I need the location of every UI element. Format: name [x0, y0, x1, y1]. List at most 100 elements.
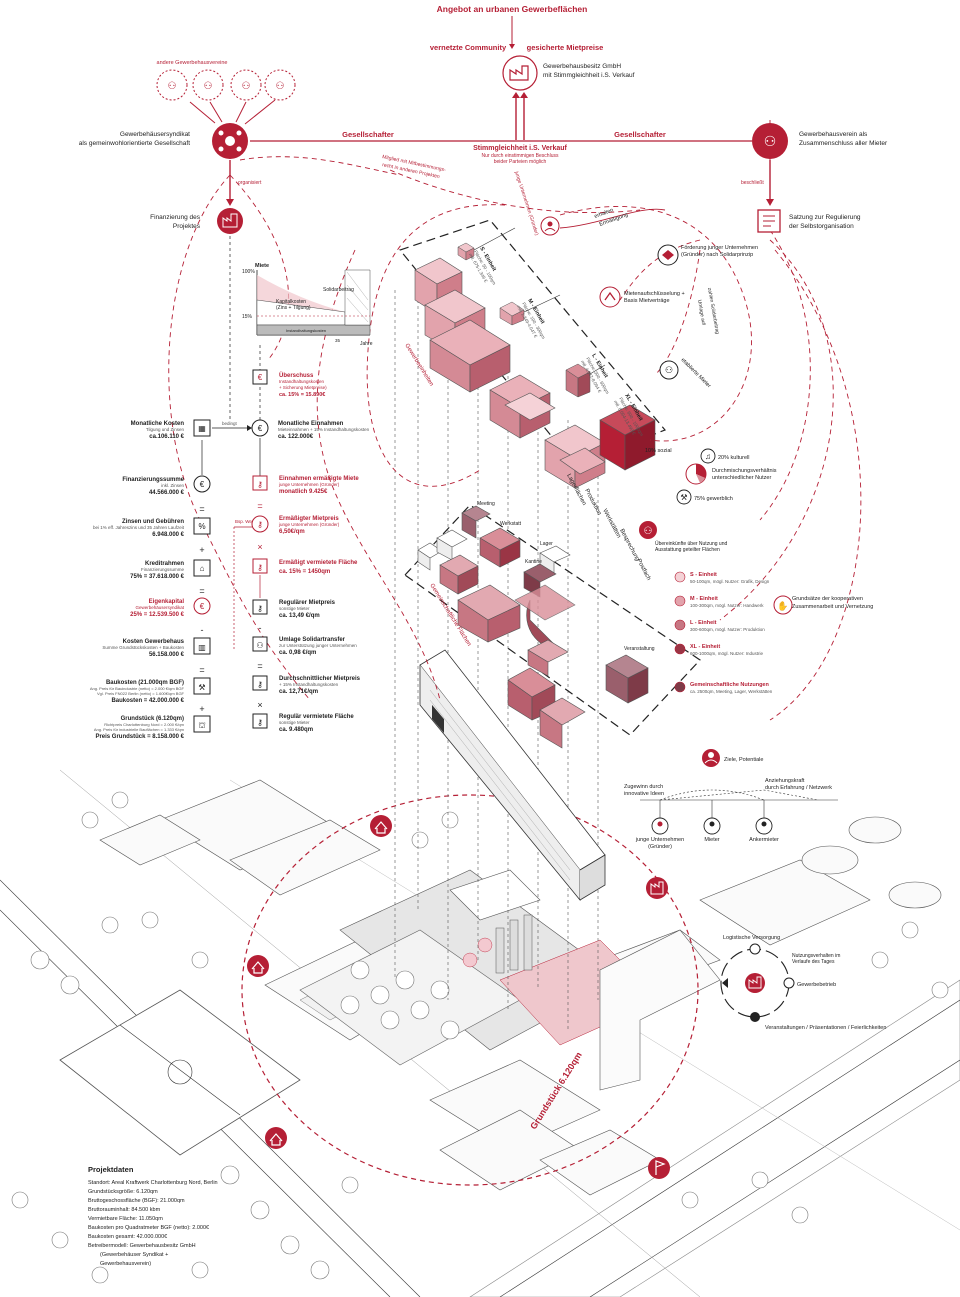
svg-text:Monatliche Einnahmen: Monatliche Einnahmen — [278, 421, 344, 427]
owner-line1: Gewerbehausbesitz GmbH — [543, 63, 621, 70]
vlabel-4: Besprechung — [618, 528, 640, 562]
home-marker-bottom — [265, 1127, 287, 1149]
home-marker-top — [370, 815, 392, 837]
project-line-3: Bruttorauminhalt: 84.500 kbm — [88, 1207, 161, 1213]
mix-social: 10% sozial — [645, 448, 672, 454]
svg-text:Zinsen und Gebühren: Zinsen und Gebühren — [122, 519, 184, 525]
svg-text:⌂: ⌂ — [200, 564, 205, 573]
kreditrahmen-block: ⌂ Kreditrahmen Finanzierungssumme 75% = … — [130, 559, 211, 580]
svg-text:+ Sicherung Mietpreise): + Sicherung Mietpreise) — [279, 385, 327, 390]
shared-label-lager: Lager — [540, 541, 553, 547]
network-right2: durch Erfahrung / Netzwerk — [765, 785, 832, 791]
catchment-circle — [241, 794, 699, 1186]
verein-icon: ⚇ — [752, 123, 788, 159]
logistics-gewerbe: Gewerbebetrieb — [797, 982, 836, 988]
svg-text:Vgl. Preis FN022 Berlin (netto: Vgl. Preis FN022 Berlin (netto) = 1.600€… — [97, 691, 185, 696]
project-data: Projektdaten Standort: Areal Kraftwerk C… — [88, 1165, 218, 1267]
header-title: Angebot an urbanen Gewerbeflächen — [437, 4, 588, 14]
vertical-labels: Lagerflächen Produktion Werkstätten Besp… — [565, 473, 651, 581]
project-line-4: Vermietbare Fläche: 11.050qm — [88, 1216, 163, 1222]
svg-text:⚇: ⚇ — [242, 81, 251, 92]
svg-text:Kosten Gewerbehaus: Kosten Gewerbehaus — [123, 639, 185, 645]
foerderung-icon — [657, 244, 679, 266]
satzung-line1: Satzung zur Regulierung — [789, 214, 861, 221]
svg-text:⚇: ⚇ — [204, 81, 213, 92]
mix-line2: unterschiedlicher Nutzer — [712, 475, 771, 481]
reg-flaeche-block: ⚷ Regulär vermietete Fläche sonstige Mie… — [252, 713, 354, 733]
verein-actor: ⚇ Gewerbehausverein als Zusammenschluss … — [513, 123, 888, 389]
network-p3-icon — [755, 817, 773, 835]
svg-text:Preis Grundstück = 8.158.000 €: Preis Grundstück = 8.158.000 € — [95, 734, 184, 740]
svg-text:⚇: ⚇ — [276, 81, 285, 92]
units-side-label: Gewerbeeinheiten — [403, 343, 434, 387]
svg-text:ca. 9.480qm: ca. 9.480qm — [279, 727, 313, 733]
project-line-6: Baukosten gesamt: 42.000.000€ — [88, 1234, 167, 1240]
svg-text:⚷: ⚷ — [257, 563, 263, 572]
svg-text:ca.106.110 €: ca.106.110 € — [149, 434, 184, 440]
svg-text:+: + — [199, 545, 204, 555]
svg-text:bei 1% eff. Jahreszins und 35: bei 1% eff. Jahreszins und 35 Jahren Lau… — [93, 525, 185, 530]
foerderung-line2: (Gründer) nach Solidarprinzip — [681, 252, 753, 258]
owner-icon — [502, 55, 538, 91]
mieten-line2: Basis Mietverträge — [624, 298, 670, 304]
svg-text:56.158.000 €: 56.158.000 € — [149, 652, 185, 658]
project-title: Projektdaten — [88, 1165, 134, 1174]
legend-s: S - Einheit 50-100qm, mögl. Nutzer: Graf… — [674, 571, 770, 584]
finanzierung-line2: Projektes — [173, 223, 201, 230]
foerderung-line1: Förderung junger Unternehmen — [681, 245, 758, 251]
ziele-label: Ziele, Potentiale — [724, 757, 763, 763]
commercial-icon: ⚒ — [676, 489, 692, 505]
shared-label-meeting: Meeting — [477, 501, 495, 507]
network: Zugewinn durch innovative Ideen Anziehun… — [624, 778, 838, 850]
svg-text:Finanzierungssumme: Finanzierungssumme — [141, 567, 185, 572]
syndikat-actor: andere Gewerbehausvereine ⚇ ⚇ ⚇ ⚇ Gewerb… — [79, 60, 752, 234]
finance-chart: Miete 100% 15% Solidarbeitrag Kapitalkos… — [242, 263, 373, 347]
stimm-title: Stimmgleichheit i.S. Verkauf — [473, 145, 567, 152]
svg-text:monatlich 9.425€: monatlich 9.425€ — [279, 489, 328, 495]
svg-text:⚇: ⚇ — [665, 365, 673, 375]
kooperation-line1: Grundsätze der kooperativen — [792, 596, 863, 602]
svg-text:✋: ✋ — [777, 600, 788, 611]
svg-text:=: = — [199, 665, 204, 675]
regulaer-mietpreis-block: ⚷ Regulärer Mietpreis sonstige Mieter ca… — [252, 599, 336, 619]
junge-label: junge Unternehmen (Gründer) — [513, 170, 540, 237]
svg-text:Regulär vermietete Fläche: Regulär vermietete Fläche — [279, 714, 354, 720]
shared-boxes — [417, 505, 649, 749]
loop-curves — [168, 120, 862, 721]
other-associations-label: andere Gewerbehausvereine — [157, 60, 228, 66]
chart-jahre: Jahre — [360, 341, 373, 347]
network-p2: Mieter — [704, 837, 719, 843]
svg-text:100-300qm, mögl. Nutzer: Handw: 100-300qm, mögl. Nutzer: Handwerk — [690, 603, 764, 608]
kooperation-line2: Zusammenarbeit und Vernetzung — [792, 604, 873, 610]
gas-tanks — [801, 816, 942, 909]
mix-line1: Durchmischungsverhältnis — [712, 468, 777, 474]
etablierte-label: etablierte Mieter — [680, 357, 712, 389]
svg-text:Grundstück (6.120qm): Grundstück (6.120qm) — [121, 716, 184, 722]
svg-text:×: × — [257, 700, 262, 710]
network-left2: innovative Ideen — [624, 791, 664, 797]
monatliche-einnahmen-block: € Monatliche Einnahmen Mieteinnahmen + 1… — [251, 419, 370, 440]
svg-text:25% = 12.539.500 €: 25% = 12.539.500 € — [130, 612, 185, 618]
svg-text:⚷: ⚷ — [257, 680, 263, 689]
svg-text:Regulärer Mietpreis: Regulärer Mietpreis — [279, 600, 336, 606]
vlabel-5: Postfach — [635, 558, 651, 581]
svg-text:-: - — [259, 623, 262, 633]
svg-text:Umlage Solidartransfer: Umlage Solidartransfer — [279, 637, 346, 643]
shared-label-werkstatt: Werkstatt — [500, 521, 522, 527]
kosten-gewerbehaus-block: ▥ Kosten Gewerbehaus Summe Grundstücksko… — [102, 637, 211, 658]
svg-text:⚇: ⚇ — [764, 133, 777, 149]
svg-text:=: = — [199, 586, 204, 596]
project-line-9: Gewerbehausverein) — [100, 1261, 151, 1267]
unit-m-cube — [499, 294, 561, 326]
svg-text:ca. 13,49 €/qm: ca. 13,49 €/qm — [279, 613, 320, 619]
network-left1: Zugewinn durch — [624, 784, 663, 790]
project-line-8: (Gewerbehäuser Syndikat + — [100, 1252, 168, 1258]
eigenkapital-block: € Eigenkapital Gewerbehäusersyndikat 25%… — [130, 597, 211, 618]
factory-marker — [646, 877, 668, 899]
mix-block: 10% sozial ♫ 20% kulturell Durchmischung… — [645, 448, 777, 505]
svg-text:6.948.000 €: 6.948.000 € — [152, 532, 184, 538]
svg-text:Kreditrahmen: Kreditrahmen — [145, 561, 184, 567]
svg-text:♫: ♫ — [705, 452, 711, 461]
svg-text:S - Einheit: S - Einheit — [690, 572, 717, 578]
svg-text:44.566.000 €: 44.566.000 € — [149, 490, 185, 496]
